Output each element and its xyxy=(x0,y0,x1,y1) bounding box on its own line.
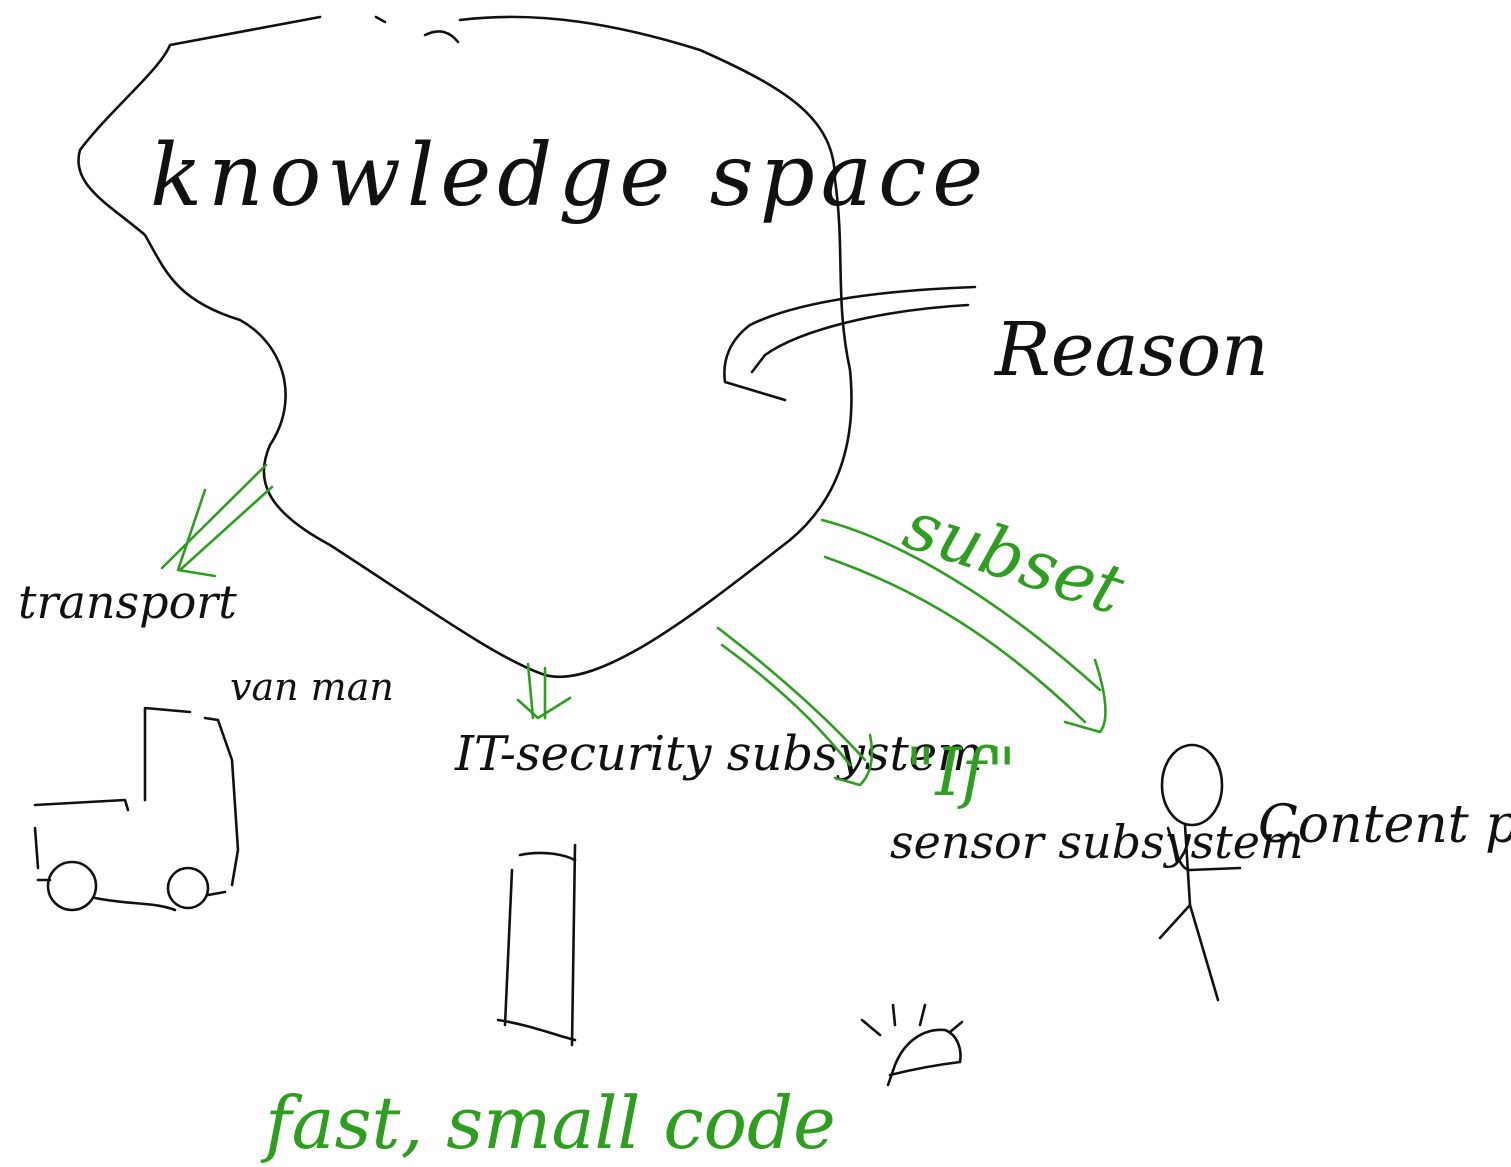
stick-figure-drawing xyxy=(1158,743,1242,1002)
sensor-lamp-drawing xyxy=(860,1003,964,1087)
reason-arrow-inner xyxy=(750,303,970,374)
reason-arrow-outer xyxy=(723,285,977,402)
sensor-arrowhead xyxy=(833,733,874,787)
knowledge-space-label: knowledge space xyxy=(150,126,989,226)
content-producers-label: Content producers xyxy=(1258,795,1511,855)
van-man-label: van man xyxy=(230,665,394,709)
blob-top-stub xyxy=(374,15,387,24)
fast-small-code-label: fast, small code xyxy=(260,1081,836,1165)
subset-arrow xyxy=(820,518,1102,724)
sensor-subsystem-label: sensor subsystem xyxy=(890,815,1304,869)
subset-label: subset xyxy=(895,486,1134,631)
if-label: "If" xyxy=(905,734,1016,811)
content-producers-text: Content producers xyxy=(1258,795,1511,855)
transport-arrowhead xyxy=(176,488,217,578)
transport-label: transport xyxy=(18,575,237,629)
van-man-text: van man xyxy=(230,665,394,709)
it-security-arrow xyxy=(526,662,547,720)
reason-label: Reason xyxy=(993,307,1269,393)
code-column-drawing xyxy=(496,843,577,1047)
transport-arrow xyxy=(160,463,274,572)
sensor-arrow xyxy=(716,626,867,767)
blob-top-squiggle xyxy=(423,30,460,44)
van-drawing xyxy=(33,706,240,912)
it-security-arrowhead xyxy=(516,696,572,720)
subset-arrowhead xyxy=(1063,658,1107,734)
it-security-label: IT-security subsystem xyxy=(454,726,983,782)
